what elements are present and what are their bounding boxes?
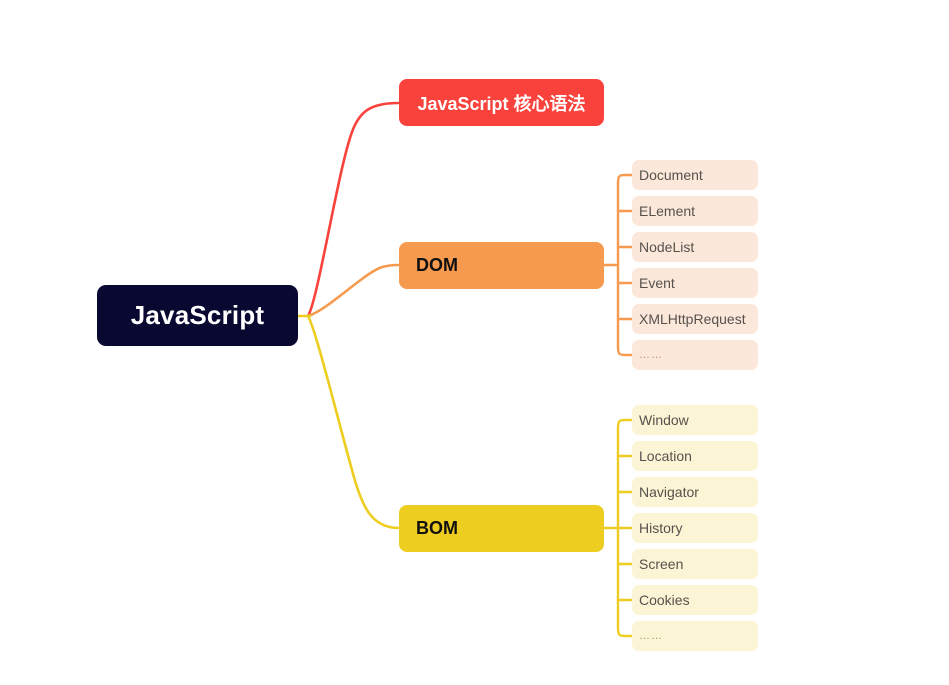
root-node-label: JavaScript: [130, 300, 265, 330]
leaf-bom-location[interactable]: Location: [632, 441, 758, 471]
leaf-label: Navigator: [639, 484, 699, 500]
branch-node-dom[interactable]: DOM: [399, 242, 604, 289]
leaf-bom-cookies[interactable]: Cookies: [632, 585, 758, 615]
leaf-bom-history[interactable]: History: [632, 513, 758, 543]
edge-bom-leaf-6: [616, 626, 634, 638]
edge-dom-leaf-5: [616, 345, 634, 357]
leaf-dom-document[interactable]: Document: [632, 160, 758, 190]
branch-node-bom-label: BOM: [416, 518, 458, 538]
edge-dom-leaf-0: [616, 173, 634, 185]
branch-node-core-syntax[interactable]: JavaScript 核心语法: [399, 79, 604, 126]
leaf-bom-window[interactable]: Window: [632, 405, 758, 435]
leaf-label: Window: [639, 412, 689, 428]
leaf-label: ELement: [639, 203, 696, 219]
leaf-dom-event[interactable]: Event: [632, 268, 758, 298]
leaf-bom-more[interactable]: ……: [632, 621, 758, 651]
leaf-label: History: [639, 520, 683, 536]
leaf-label: ……: [639, 630, 663, 642]
leaf-label: Screen: [639, 556, 684, 572]
root-node-javascript[interactable]: JavaScript: [97, 285, 298, 346]
leaf-label: XMLHttpRequest: [639, 311, 746, 327]
leaf-dom-element[interactable]: ELement: [632, 196, 758, 226]
leaf-bom-navigator[interactable]: Navigator: [632, 477, 758, 507]
branch-node-dom-label: DOM: [416, 255, 458, 275]
leaf-dom-xmlhttprequest[interactable]: XMLHttpRequest: [632, 304, 758, 334]
edge-bom-leaf-0: [616, 418, 634, 430]
branch-node-bom[interactable]: BOM: [399, 505, 604, 552]
edge-root-to-bom: [306, 314, 401, 530]
leaf-dom-more[interactable]: ……: [632, 340, 758, 370]
leaf-label: Document: [639, 167, 703, 183]
leaf-label: NodeList: [639, 239, 695, 255]
leaf-label: Location: [639, 448, 692, 464]
leaf-bom-screen[interactable]: Screen: [632, 549, 758, 579]
leaf-dom-nodelist[interactable]: NodeList: [632, 232, 758, 262]
branch-node-core-syntax-label: JavaScript 核心语法: [417, 93, 586, 114]
leaf-label: Event: [639, 275, 675, 291]
edge-root-to-core-syntax: [306, 101, 401, 318]
edge-root-to-dom: [306, 263, 401, 318]
leaf-label: Cookies: [639, 592, 690, 608]
leaf-label: ……: [639, 349, 663, 361]
